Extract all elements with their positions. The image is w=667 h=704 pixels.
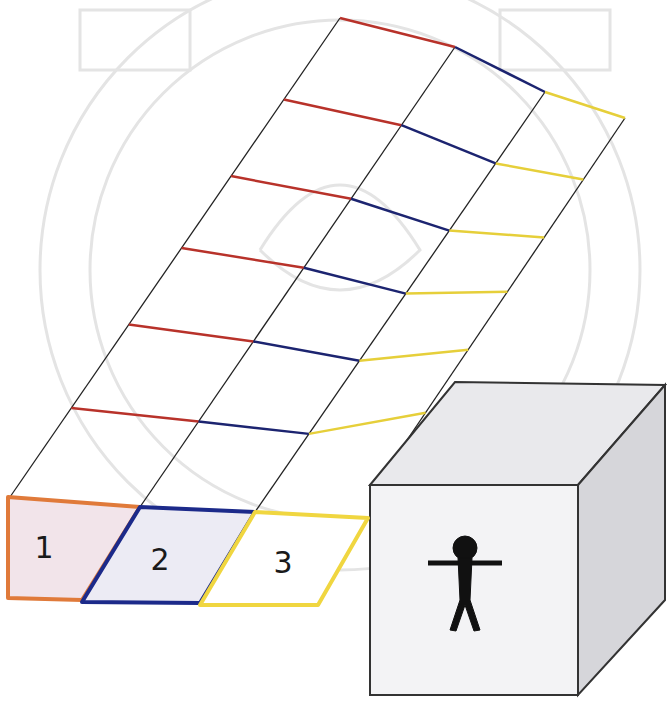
colored-rung	[351, 199, 449, 231]
colored-rung	[359, 350, 468, 361]
watermark-ornament	[80, 10, 190, 70]
colored-rung	[71, 408, 198, 422]
colored-rung	[340, 18, 455, 47]
numbered-square: 3	[200, 512, 368, 605]
colored-rung	[304, 268, 406, 294]
square-number: 3	[273, 548, 292, 578]
colored-rung	[199, 421, 309, 433]
colored-rung	[253, 341, 359, 360]
cube-side	[578, 385, 665, 695]
figure-head	[453, 536, 477, 560]
colored-rung	[284, 99, 402, 125]
colored-rung	[455, 47, 545, 92]
colored-rung	[545, 92, 625, 118]
colored-rung	[309, 413, 426, 434]
square-number: 1	[34, 533, 53, 563]
figure-body	[450, 558, 480, 631]
watermark-ornament	[260, 185, 420, 290]
colored-rung	[129, 325, 254, 342]
grid-line	[10, 18, 340, 497]
square-shape	[200, 512, 368, 605]
watermark-ornament	[500, 10, 610, 70]
colored-rung	[182, 248, 304, 268]
colored-rung	[406, 292, 508, 294]
cube	[370, 382, 665, 695]
colored-rung	[401, 125, 495, 163]
colored-rung	[496, 163, 584, 179]
colored-rung	[449, 231, 544, 238]
stick-figure	[428, 536, 502, 631]
colored-rung	[231, 176, 351, 199]
cube-front	[370, 485, 578, 695]
square-number: 2	[150, 545, 169, 575]
